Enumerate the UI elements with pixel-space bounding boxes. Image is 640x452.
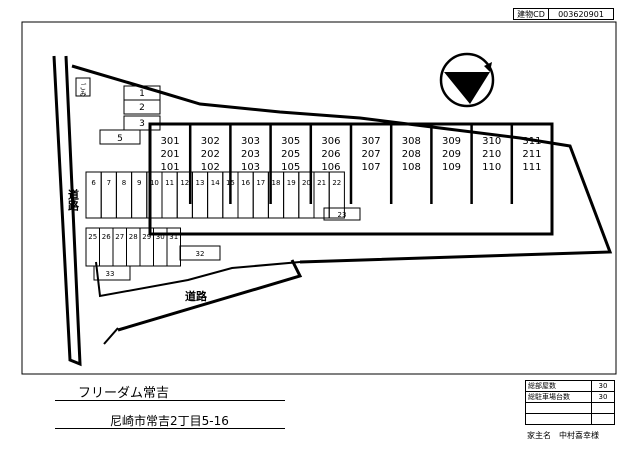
parking-number: 13 [196, 179, 205, 187]
parking-number: 11 [165, 179, 174, 187]
unit-number: 107 [362, 162, 381, 173]
unit-number: 311 [522, 136, 541, 147]
unit-number: 210 [482, 149, 501, 160]
stat-value: 30 [591, 380, 615, 392]
unit-number: 203 [241, 149, 260, 160]
stat-label: 総駐車場台数 [525, 391, 592, 403]
property-name-underline [55, 400, 285, 401]
unit-number: 303 [241, 136, 260, 147]
unit-number: 308 [402, 136, 421, 147]
stat-label [525, 402, 592, 414]
address-underline [55, 428, 285, 429]
parking-row-1 [85, 171, 345, 219]
road-edge-left [52, 55, 82, 367]
unit-number: 310 [482, 136, 501, 147]
parking-number: 20 [302, 179, 311, 187]
road-label-left: 道路 [67, 188, 80, 212]
unit-number: 211 [522, 149, 541, 160]
parking-number: 2 [139, 103, 145, 113]
space-23 [323, 207, 361, 221]
unit-number: 105 [281, 162, 300, 173]
unit-number: 205 [281, 149, 300, 160]
stat-label [525, 413, 592, 425]
unit-number: 202 [201, 149, 220, 160]
space-2 [123, 99, 161, 115]
parking-number: 14 [211, 179, 220, 187]
space-32 [179, 245, 221, 261]
owner-name: 家主名 中村喜幸様 [527, 431, 599, 440]
unit-number: 206 [321, 149, 340, 160]
unit-number: 309 [442, 136, 461, 147]
parking-number: 6 [91, 179, 96, 187]
stat-value [591, 402, 615, 414]
garbage-label: ごみ [79, 82, 87, 97]
north-arrow-icon [439, 52, 495, 108]
space-3 [123, 115, 161, 131]
unit-number: 207 [362, 149, 381, 160]
stat-value [591, 413, 615, 425]
unit-number: 108 [402, 162, 421, 173]
parking-number: 12 [180, 179, 189, 187]
unit-number: 305 [281, 136, 300, 147]
parking-space [328, 171, 345, 219]
parking-number: 28 [129, 233, 138, 241]
parking-number: 8 [122, 179, 126, 187]
space-33 [93, 265, 131, 281]
map-labels: 3012011013022021023032031033052051053062… [88, 89, 541, 278]
parking-number: 21 [317, 179, 326, 187]
unit-number: 101 [161, 162, 180, 173]
parking-number: 30 [156, 233, 165, 241]
unit-number: 106 [321, 162, 340, 173]
unit-number: 208 [402, 149, 421, 160]
space-5 [99, 129, 141, 145]
parking-row-2 [85, 227, 181, 267]
unit-dividers [188, 124, 514, 204]
parking-number: 5 [117, 134, 123, 144]
building-code-value: 003620901 [548, 8, 614, 20]
property-boundary-lower [95, 261, 301, 298]
road-edge-lower-2 [103, 327, 119, 345]
parking-number: 33 [106, 270, 115, 278]
unit-number: 306 [321, 136, 340, 147]
unit-number: 103 [241, 162, 260, 173]
parking-number: 23 [338, 211, 347, 219]
parking-number: 15 [226, 179, 235, 187]
parking-number: 1 [139, 89, 145, 99]
unit-number: 102 [201, 162, 220, 173]
parking-number: 32 [196, 250, 205, 258]
stat-label: 総部屋数 [525, 380, 592, 392]
road-label-lower: 道路 [185, 289, 208, 303]
parking-number: 31 [169, 233, 178, 241]
parking-number: 10 [150, 179, 159, 187]
parking-number: 17 [256, 179, 265, 187]
unit-number: 111 [522, 162, 541, 173]
unit-number: 302 [201, 136, 220, 147]
parking-number: 7 [107, 179, 111, 187]
parking-number: 18 [272, 179, 281, 187]
unit-number: 109 [442, 162, 461, 173]
property-address: 尼崎市常吉2丁目5-16 [110, 414, 229, 428]
unit-number: 201 [161, 149, 180, 160]
parking-number: 22 [332, 179, 341, 187]
map-frame [21, 21, 617, 375]
parking-number: 26 [102, 233, 111, 241]
road-edge-lower [117, 259, 303, 332]
unit-number: 307 [362, 136, 381, 147]
parking-number: 16 [241, 179, 250, 187]
parking-number: 3 [139, 119, 145, 129]
unit-number: 301 [161, 136, 180, 147]
property-name: フリーダム常吉 [78, 386, 170, 401]
unit-number: 209 [442, 149, 461, 160]
parking-number: 19 [287, 179, 296, 187]
parking-number: 29 [142, 233, 151, 241]
parking-number: 9 [137, 179, 141, 187]
parking-number: 25 [88, 233, 97, 241]
unit-number: 110 [482, 162, 501, 173]
garbage-box [75, 77, 91, 97]
parking-number: 27 [115, 233, 124, 241]
stat-value: 30 [591, 391, 615, 403]
